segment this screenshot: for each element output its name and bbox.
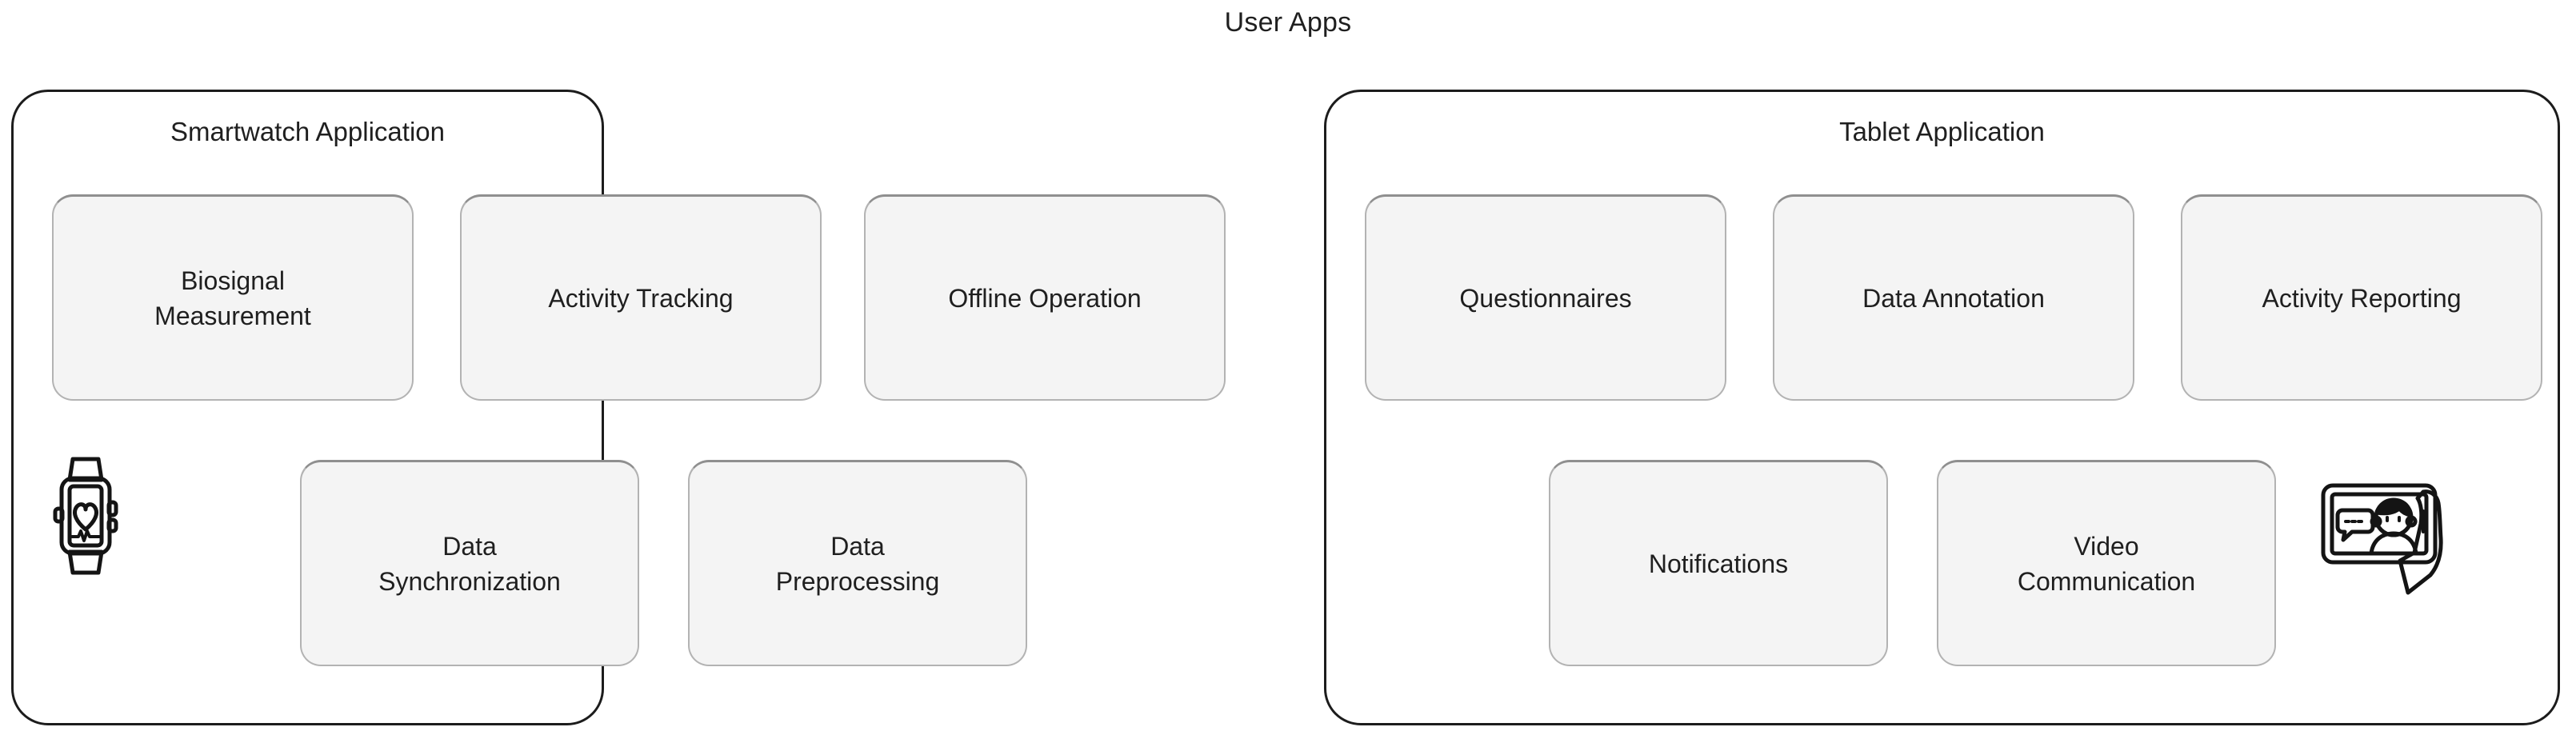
feature-box-data-annotation[interactable]: Data Annotation: [1773, 194, 2134, 401]
feature-box-label: Video Communication: [2017, 531, 2196, 596]
feature-box-label: Activity Tracking: [548, 283, 734, 313]
feature-box-video-communication[interactable]: Video Communication: [1937, 460, 2276, 666]
smartwatch-application-container: Smartwatch Application Biosignal Measure…: [11, 90, 1226, 725]
smartwatch-heartrate-icon: [46, 456, 122, 576]
feature-box-label: Offline Operation: [948, 283, 1142, 313]
feature-box-biosignal-measurement[interactable]: Biosignal Measurement: [52, 194, 414, 401]
feature-box-notifications[interactable]: Notifications: [1549, 460, 1888, 666]
feature-box-label: Activity Reporting: [2262, 283, 2462, 313]
tablet-application-container: Tablet Application Questionnaires Data A…: [1324, 90, 2560, 725]
tablet-application-title: Tablet Application: [1839, 117, 2045, 146]
feature-box-data-preprocessing[interactable]: Data Preprocessing: [688, 460, 1027, 666]
feature-box-activity-tracking[interactable]: Activity Tracking: [460, 194, 822, 401]
feature-box-data-synchronization[interactable]: Data Synchronization: [300, 460, 639, 666]
feature-box-label: Questionnaires: [1459, 283, 1632, 313]
feature-box-activity-reporting[interactable]: Activity Reporting: [2181, 194, 2542, 401]
feature-box-offline-operation[interactable]: Offline Operation: [864, 194, 1226, 401]
feature-box-questionnaires[interactable]: Questionnaires: [1365, 194, 1726, 401]
feature-box-label: Data Synchronization: [378, 531, 561, 596]
tablet-video-call-icon: [2318, 476, 2462, 596]
feature-box-label: Biosignal Measurement: [154, 266, 311, 330]
smartwatch-application-title: Smartwatch Application: [170, 117, 445, 146]
page-title: User Apps: [1224, 7, 1352, 38]
feature-box-label: Data Annotation: [1862, 283, 2045, 313]
feature-box-label: Notifications: [1648, 549, 1789, 578]
feature-box-label: Data Preprocessing: [775, 531, 940, 596]
